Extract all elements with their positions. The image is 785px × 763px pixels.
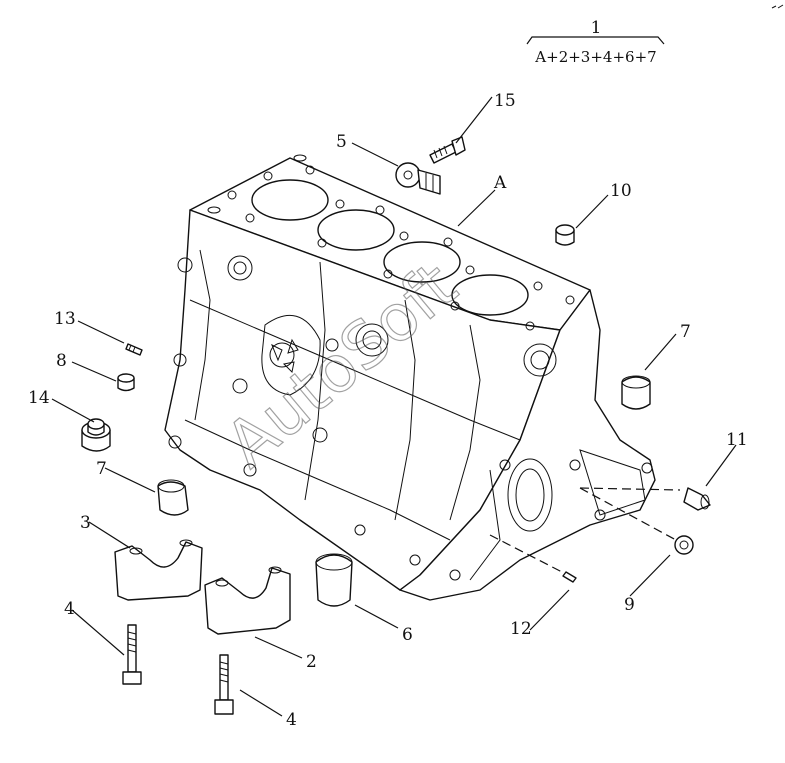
part-12-pin xyxy=(562,571,577,583)
label-8: 8 xyxy=(56,351,67,371)
part-10-dowel xyxy=(555,224,575,246)
part-3-bearing-cap xyxy=(114,539,203,601)
part-8-plug xyxy=(117,373,135,392)
part-6-shell xyxy=(315,553,353,607)
label-15: 15 xyxy=(494,91,516,111)
part-7-shell-right xyxy=(621,375,651,410)
assembly-bracket xyxy=(526,36,665,45)
label-6: 6 xyxy=(402,625,413,645)
assembly-line-9 xyxy=(579,487,677,541)
label-12: 12 xyxy=(510,619,532,639)
deck-holes xyxy=(207,154,575,331)
cylinder-bore-3 xyxy=(383,241,461,283)
assembly-formula: A+2+3+4+6+7 xyxy=(534,48,656,66)
part-4-bolt-left xyxy=(122,624,142,685)
label-5: 5 xyxy=(336,132,347,152)
part-15-bolt xyxy=(429,136,466,164)
label-7-right: 7 xyxy=(680,322,691,342)
part-2-bearing-cap xyxy=(204,566,291,635)
label-14: 14 xyxy=(28,388,50,408)
label-9: 9 xyxy=(624,595,635,615)
label-2: 2 xyxy=(306,652,317,672)
callout-labels: 15 5 A 10 7 13 8 14 7 3 4 11 9 12 6 2 4 xyxy=(28,91,748,730)
cylinder-bore-2 xyxy=(317,209,395,251)
label-4-right: 4 xyxy=(286,710,297,730)
label-13: 13 xyxy=(54,309,76,329)
label-4-left: 4 xyxy=(64,599,75,619)
leader-lines xyxy=(51,96,737,717)
part-7-shell-left xyxy=(157,479,189,516)
cylinder-block xyxy=(164,154,656,601)
label-11: 11 xyxy=(726,430,748,450)
assembly-header: 1 A+2+3+4+6+7 xyxy=(526,18,665,66)
cylinder-bore-1 xyxy=(251,179,329,221)
part-13-pin xyxy=(125,343,143,356)
part-5-sensor xyxy=(395,162,441,195)
end-face-details xyxy=(449,449,653,581)
label-10: 10 xyxy=(610,181,632,201)
part-11-dowel xyxy=(683,487,711,511)
front-face-details xyxy=(168,249,557,566)
assembly-line-11 xyxy=(579,487,681,491)
block-end-face xyxy=(399,289,656,601)
label-7-left: 7 xyxy=(96,459,107,479)
part-14-drain-plug xyxy=(81,418,111,452)
part-9-plug xyxy=(674,535,694,555)
cylinder-bore-4 xyxy=(451,274,529,316)
assembly-number: 1 xyxy=(591,18,602,38)
label-a: A xyxy=(493,173,507,193)
corner-mark xyxy=(771,4,784,9)
label-3: 3 xyxy=(80,513,91,533)
part-4-bolt-right xyxy=(214,654,234,715)
